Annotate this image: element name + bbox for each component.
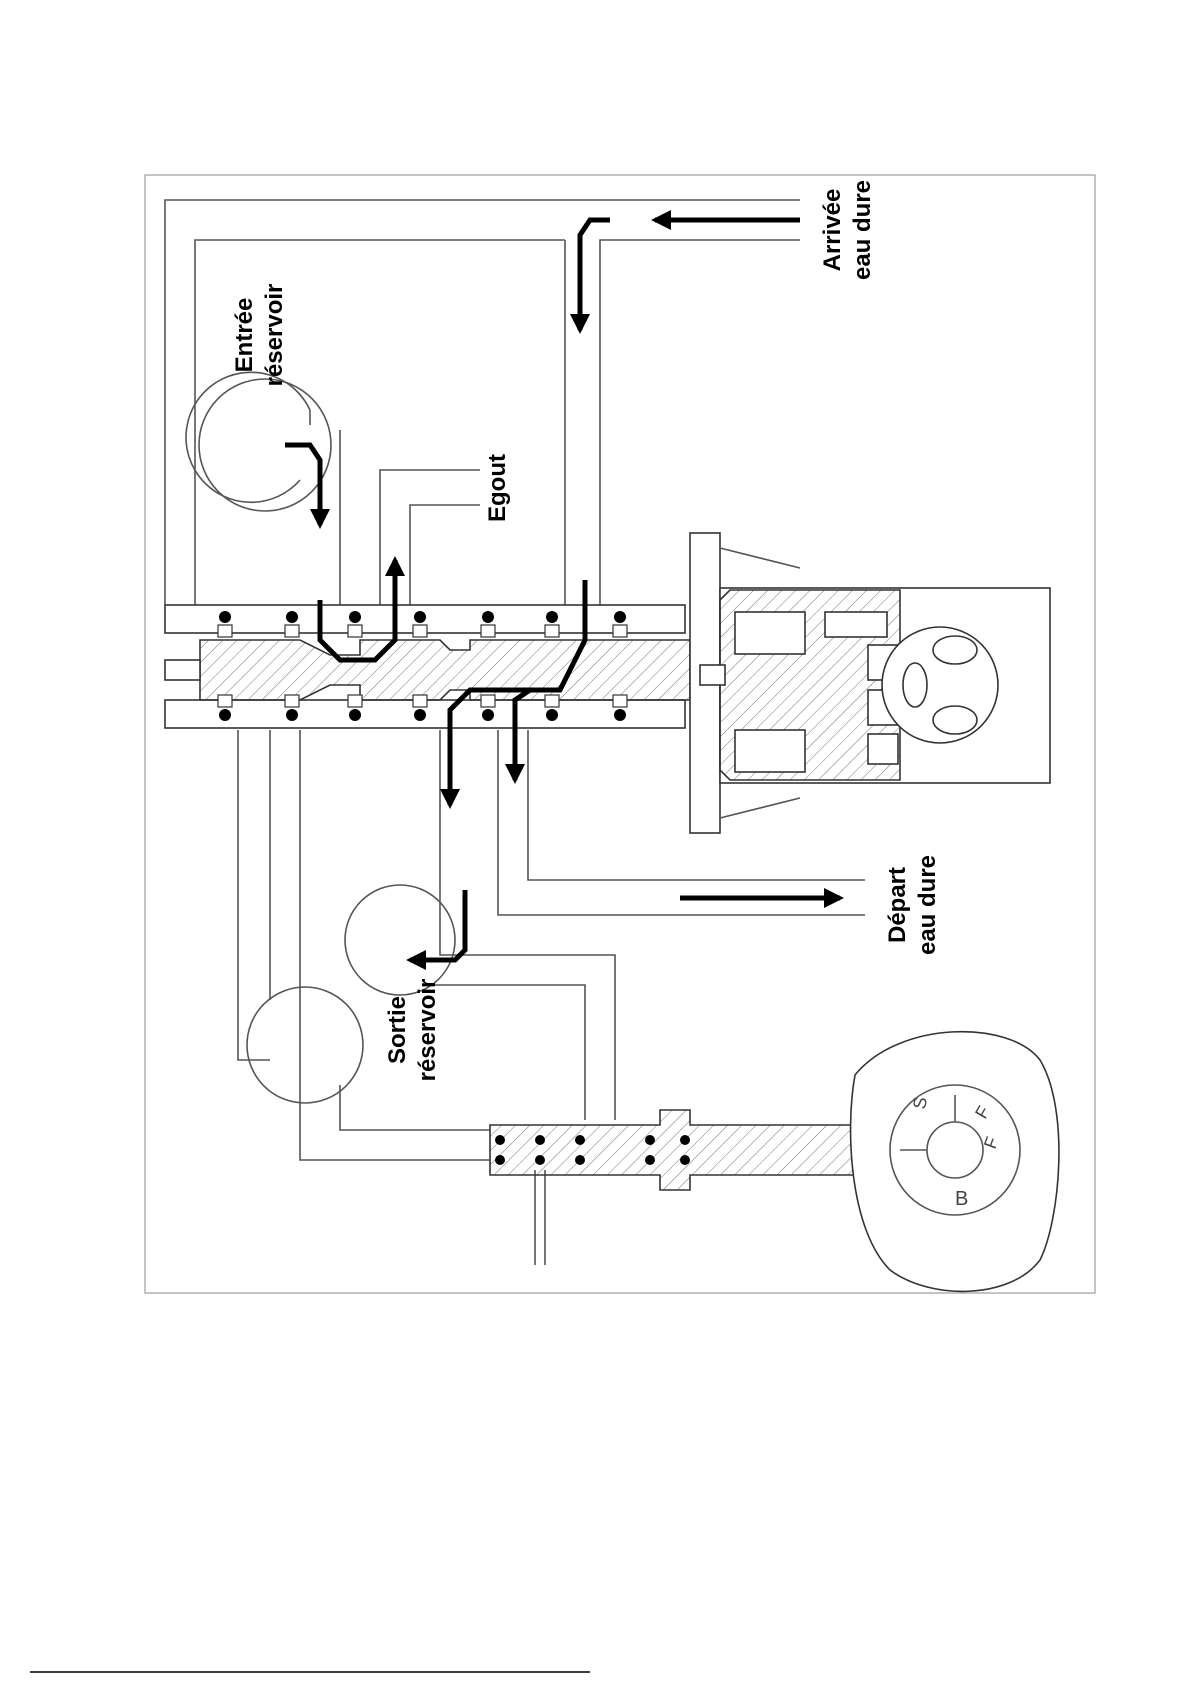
drive-taper-top [720,548,800,568]
main-valve [165,605,690,728]
drive-cam-lobe-2 [933,706,977,734]
svg-text:eau dure: eau dure [849,180,876,280]
reservoir-inlet-bulb [186,372,340,605]
drive-window-6 [868,734,898,764]
reservoir-outlet-bulb [345,885,455,995]
arrow-entree-down [285,445,320,525]
drive-window-3 [825,612,887,637]
arrow-arrivee-down [580,220,610,330]
selector-valve: S F F B [490,1032,1059,1292]
drive-window-2 [735,730,805,772]
left-pipe-3 [300,730,490,1160]
left-pipe-1 [238,730,270,1060]
main-valve-stem [165,660,200,680]
small-valve-drain [535,1170,545,1265]
label-depart: Départ eau dure [884,855,941,955]
svg-text:Arrivée: Arrivée [819,189,846,272]
outlet-reservoir-pipe-2 [435,985,585,1120]
drive-window-1 [735,612,805,654]
drive-housing [690,533,1050,833]
main-valve-piston [200,640,690,700]
dial-letter-b: B [955,1188,968,1210]
drive-cam-lobe-1 [933,636,977,664]
svg-text:Départ: Départ [884,867,911,943]
label-egout: Egout [484,454,511,522]
svg-text:Egout: Egout [484,454,511,522]
svg-text:Sortie: Sortie [384,996,411,1064]
svg-text:réservoir: réservoir [261,284,288,387]
label-entree: Entrée réservoir [231,284,288,387]
drain-pipe-2 [410,505,480,605]
reservoir-outlet-lower-bulb [247,987,363,1103]
selector-knob-outline [851,1032,1059,1292]
drive-cam-lobe-3 [903,663,927,707]
drive-coupling [700,665,725,685]
left-pipe-4 [340,1085,490,1130]
svg-text:eau dure: eau dure [914,855,941,955]
svg-text:réservoir: réservoir [414,979,441,1082]
drive-taper-bottom [720,798,800,818]
svg-text:Entrée: Entrée [231,298,258,373]
label-arrivee: Arrivée eau dure [819,180,876,280]
